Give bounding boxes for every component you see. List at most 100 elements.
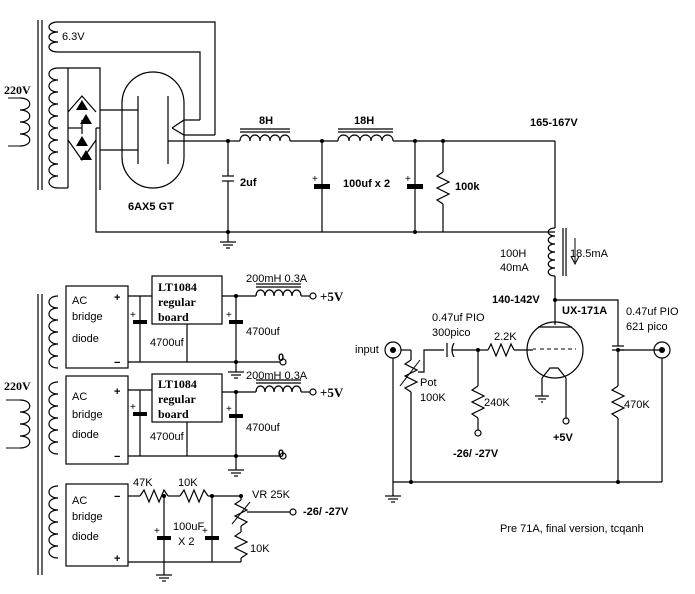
bplus-label: 165-167V — [530, 117, 578, 129]
bridge-text-diode: diode — [72, 531, 99, 543]
reg-text-regular: regular — [158, 392, 196, 406]
bridge-text-ac: AC — [72, 495, 87, 507]
bridge-text-diode: diode — [72, 333, 99, 345]
cap-4700-label: 4700uf — [246, 422, 281, 434]
ground-icon — [228, 362, 244, 379]
svg-text:+: + — [312, 174, 318, 185]
svg-text:+: + — [130, 310, 136, 321]
input-cap-label-1: 0.47uf PIO — [432, 312, 485, 324]
bridge-text-bridge: bridge — [72, 511, 103, 523]
bridge-diode-icon — [58, 67, 101, 190]
bridge-text-diode: diode — [72, 429, 99, 441]
minus-sign: − — [114, 357, 120, 369]
choke2-label: 18H — [354, 115, 374, 127]
bleeder-label: 100k — [455, 181, 480, 193]
choke-label: 200mH 0.3A — [246, 273, 308, 285]
choke-inductance-label: 100H — [500, 248, 526, 260]
output-cap-label-2: 621 pico — [626, 321, 668, 333]
electrolytic-cap-icon: + — [312, 139, 330, 232]
svg-text:+: + — [226, 310, 232, 321]
bridge-block-1: + — [65, 285, 280, 369]
choke-8h-icon — [228, 128, 338, 142]
out-5v-label: +5V — [320, 289, 344, 304]
choke-label: 200mH 0.3A — [246, 370, 308, 382]
ground-icon — [228, 456, 244, 477]
regulator-board-2: + — [151, 373, 256, 458]
electrolytic-cap-icon: + — [154, 496, 171, 562]
choke-18h-icon — [337, 128, 555, 142]
plus-sign: + — [114, 553, 120, 565]
plate-current-label: 18.5mA — [570, 248, 609, 260]
ground-icon — [385, 482, 401, 503]
cap-2uf-label: 2uf — [240, 177, 257, 189]
reg-text-board: board — [158, 407, 189, 421]
regulator-board-1: + — [151, 275, 256, 364]
hv-mains-label: 220V — [4, 83, 31, 97]
bridge-block-3 — [65, 483, 241, 567]
plus-sign: + — [114, 292, 120, 304]
grid-leak-label: 240K — [484, 397, 510, 409]
plate-choke-icon — [547, 227, 580, 277]
svg-text:+: + — [226, 404, 232, 415]
bias-cap-label: 100uF — [173, 521, 204, 533]
choke1-label: 8H — [259, 115, 273, 127]
out-5v-label: +5V — [320, 385, 344, 400]
lv-transformer-icon — [6, 294, 59, 575]
filament-supply-label: +5V — [553, 432, 574, 444]
ground-icon — [156, 562, 172, 582]
resistor-icon — [610, 350, 626, 482]
cap-4700-label: 4700uf — [246, 326, 281, 338]
bias-out-label: -26/ -27V — [303, 506, 349, 518]
reg-text-regular: regular — [158, 295, 196, 309]
svg-text:+: + — [405, 174, 411, 185]
heater-voltage-label: 6.3V — [62, 31, 85, 43]
hv-transformer — [8, 20, 59, 190]
pot-label-2: 100K — [420, 392, 446, 404]
tube-label: UX-171A — [562, 305, 607, 317]
resistor-icon — [139, 488, 241, 504]
resistor-icon — [478, 342, 533, 358]
capacitor-icon — [222, 139, 234, 234]
bridge-text-bridge: bridge — [72, 409, 103, 421]
out-zero-label: 0 — [278, 448, 284, 460]
footer-caption: Pre 71A, final version, tcqanh — [500, 523, 644, 535]
out-zero-label: 0 — [278, 352, 284, 364]
input-label: input — [355, 344, 379, 356]
resistor-icon — [470, 350, 486, 437]
bias-r3-label: 10K — [250, 543, 270, 555]
plus-sign: + — [114, 386, 120, 398]
svg-text:+: + — [130, 402, 136, 413]
minus-sign: − — [114, 491, 120, 503]
volume-pot-icon[interactable] — [399, 349, 444, 482]
ground-icon — [535, 386, 549, 403]
svg-text:+: + — [202, 526, 208, 537]
cap-4700-label: 4700uf — [150, 431, 185, 443]
rectifier-label: 6AX5 GT — [128, 201, 174, 213]
triode-tube-icon — [526, 321, 584, 418]
reg-text-model: LT1084 — [158, 280, 197, 294]
lv-mains-label: 220V — [4, 379, 31, 393]
plate-voltage-label: 140-142V — [492, 294, 540, 306]
input-cap-label-2: 300pico — [432, 327, 471, 339]
choke-200mh-icon — [255, 283, 317, 300]
rectifier-tube-icon — [100, 71, 228, 189]
ground-icon — [220, 232, 236, 249]
bias-vr-label: VR 25K — [252, 489, 291, 501]
input-jack-icon[interactable] — [384, 341, 402, 359]
electrolytic-cap-icon: + — [202, 496, 219, 562]
grid-resistor-label: 2.2K — [494, 331, 517, 343]
reg-text-board: board — [158, 310, 189, 324]
bridge-text-ac: AC — [72, 391, 87, 403]
reg-text-model: LT1084 — [158, 377, 197, 391]
output-resistor-label: 470K — [624, 399, 650, 411]
choke-200mh-icon — [255, 379, 317, 396]
minus-sign: − — [114, 451, 120, 463]
input-cap-icon — [446, 342, 478, 358]
bridge-text-ac: AC — [72, 295, 87, 307]
bias-r1-label: 47K — [133, 477, 153, 489]
bias-trim-pot-icon[interactable] — [231, 494, 297, 562]
resistor-icon — [435, 139, 451, 232]
electrolytic-cap-icon: + — [405, 139, 423, 234]
